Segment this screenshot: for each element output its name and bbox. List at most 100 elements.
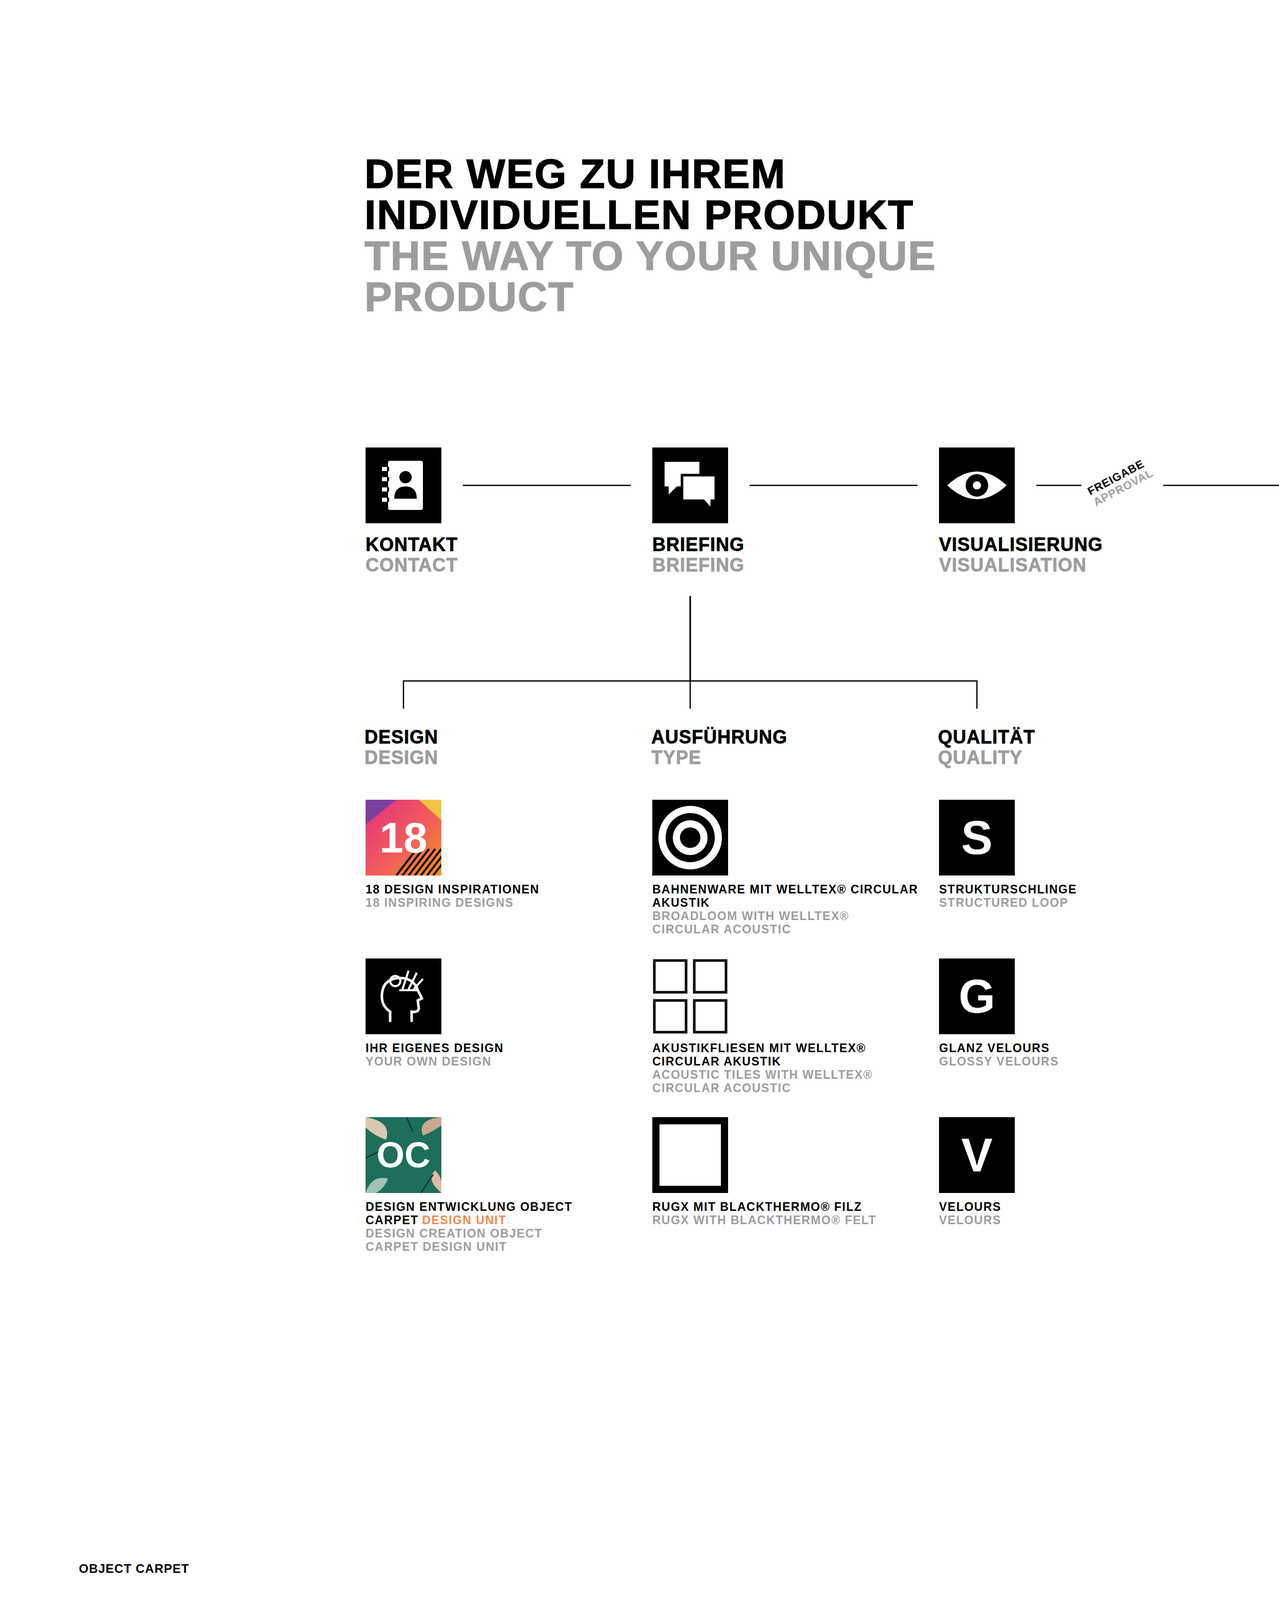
highlight-text: DESIGN UNIT — [421, 1213, 507, 1227]
step-node: KONTAKTCONTACT — [365, 447, 550, 576]
icon-shape — [652, 799, 729, 876]
category-node: DESIGNDESIGN — [364, 727, 570, 769]
icon-group — [652, 1117, 729, 1193]
icon-shape — [652, 447, 729, 524]
icon-group — [365, 958, 442, 1035]
item-title: IHR EIGENES DESIGN — [365, 1041, 571, 1055]
icon-shape — [694, 960, 727, 993]
target-ring — [665, 813, 715, 863]
icon-shape — [387, 477, 390, 482]
item-title: DESIGN ENTWICKLUNG OBJECT CARPETDESIGN U… — [365, 1200, 581, 1227]
icon-shape — [939, 1117, 1015, 1193]
icon-box: G — [939, 958, 1015, 1035]
icon-box — [365, 958, 442, 1035]
icon-box — [365, 447, 442, 524]
item-translation: BROADLOOM WITH WELLTEX® CIRCULAR ACOUSTI… — [652, 909, 919, 936]
icon-drawing — [365, 958, 442, 1035]
node-heading: KONTAKT — [365, 534, 550, 556]
step-node: OC DESIGN ENTWICKLUNG OBJECT CARPETDESIGN… — [365, 1117, 581, 1254]
icon-shape — [365, 958, 442, 1035]
image-leaf — [421, 1117, 442, 1136]
icon-letter: G — [939, 958, 1015, 1035]
category-node: QUALITÄTQUALITY — [938, 727, 1143, 769]
icon-drawing — [652, 447, 729, 524]
person-head — [399, 471, 412, 484]
speech-bubble — [681, 475, 716, 510]
icon-shape — [387, 466, 390, 472]
eye-pupil — [965, 474, 989, 497]
icon-shape — [365, 447, 442, 524]
icon-drawing — [365, 447, 442, 524]
step-node: SSTRUKTURSCHLINGESTRUCTURED LOOP — [939, 799, 1144, 910]
node-translation: TYPE — [651, 747, 867, 769]
node-translation: BRIEFING — [652, 555, 837, 576]
idea-pencils — [399, 970, 423, 991]
icon-group — [939, 1117, 1015, 1193]
item-translation: DESIGN CREATION OBJECT CARPET DESIGN UNI… — [365, 1226, 581, 1254]
step-node: V VELOURSVELOURS — [939, 1117, 1144, 1227]
item-title: VELOURS — [939, 1200, 1144, 1214]
icon-shape — [939, 799, 1015, 876]
icon-shape — [654, 1000, 687, 1033]
icon-shape — [381, 497, 392, 502]
icon-group — [365, 447, 442, 524]
node-heading: QUALITÄT — [938, 727, 1143, 748]
item-translation: RUGX WITH BLACKTHERMO® FELT — [652, 1213, 919, 1227]
icon-shape — [652, 1117, 729, 1193]
icon-group — [939, 799, 1015, 876]
approval-line — [1163, 484, 1279, 487]
title-translation: THE WAY TO YOUR UNIQUE PRODUCT — [364, 235, 944, 318]
approval-line — [1036, 484, 1082, 487]
icon-drawing — [939, 447, 1015, 524]
step-node: IHR EIGENES DESIGNYOUR OWN DESIGN — [365, 958, 571, 1069]
step-node: GGLANZ VELOURSGLOSSY VELOURS — [939, 958, 1144, 1069]
item-translation: STRUCTURED LOOP — [939, 896, 1144, 910]
icon-shape — [381, 466, 392, 472]
image-leaf — [365, 1178, 389, 1193]
node-translation: QUALITY — [938, 747, 1143, 769]
item-title: BAHNENWARE MIT WELLTEX® CIRCULAR AKUSTIK — [652, 882, 919, 910]
image-leaf — [431, 1170, 442, 1193]
icon-shape — [654, 960, 687, 993]
icon-box: OC — [365, 1117, 442, 1193]
head-outline — [381, 977, 422, 1022]
icon-group — [365, 799, 442, 876]
target-ring — [672, 820, 708, 856]
icon-shape — [694, 1000, 727, 1033]
icon-drawing — [652, 958, 729, 1035]
icon-box: S — [939, 799, 1015, 876]
icon-shape — [939, 958, 1015, 1035]
step-node: VISUALISIERUNGVISUALISATION — [939, 447, 1155, 576]
item-translation: YOUR OWN DESIGN — [365, 1054, 571, 1069]
category-node: AUSFÜHRUNGTYPE — [651, 727, 867, 769]
icon-shape — [655, 1120, 725, 1190]
icon-letter: S — [939, 799, 1015, 876]
icon-shape — [387, 487, 390, 492]
approval-stamp: FREIGABEAPPROVAL — [1082, 453, 1159, 511]
icon-shape — [381, 487, 392, 492]
icon-shape — [939, 447, 1015, 524]
target-ring — [658, 805, 722, 870]
connector — [462, 484, 631, 487]
icon-box: 18 — [365, 799, 442, 876]
item-translation: VELOURS — [939, 1213, 1144, 1227]
image-stripe — [427, 848, 442, 876]
node-heading: BRIEFING — [652, 534, 837, 556]
item-title: 18 DESIGN INSPIRATIONEN — [365, 882, 571, 897]
node-heading: DESIGN — [364, 727, 570, 748]
icon-shape — [381, 477, 392, 482]
icon-group — [939, 447, 1015, 524]
icon-box — [652, 799, 729, 876]
icon-box — [652, 1117, 729, 1193]
item-translation: 18 INSPIRING DESIGNS — [365, 896, 571, 910]
person-body — [394, 486, 417, 499]
icon-group — [652, 447, 729, 524]
icon-shape — [388, 460, 423, 510]
icon-shape — [652, 958, 729, 1035]
icon-group — [939, 958, 1015, 1035]
eye-glint — [972, 481, 982, 490]
connector — [403, 595, 691, 709]
icon-box: V — [939, 1117, 1015, 1193]
icon-box — [939, 447, 1015, 524]
